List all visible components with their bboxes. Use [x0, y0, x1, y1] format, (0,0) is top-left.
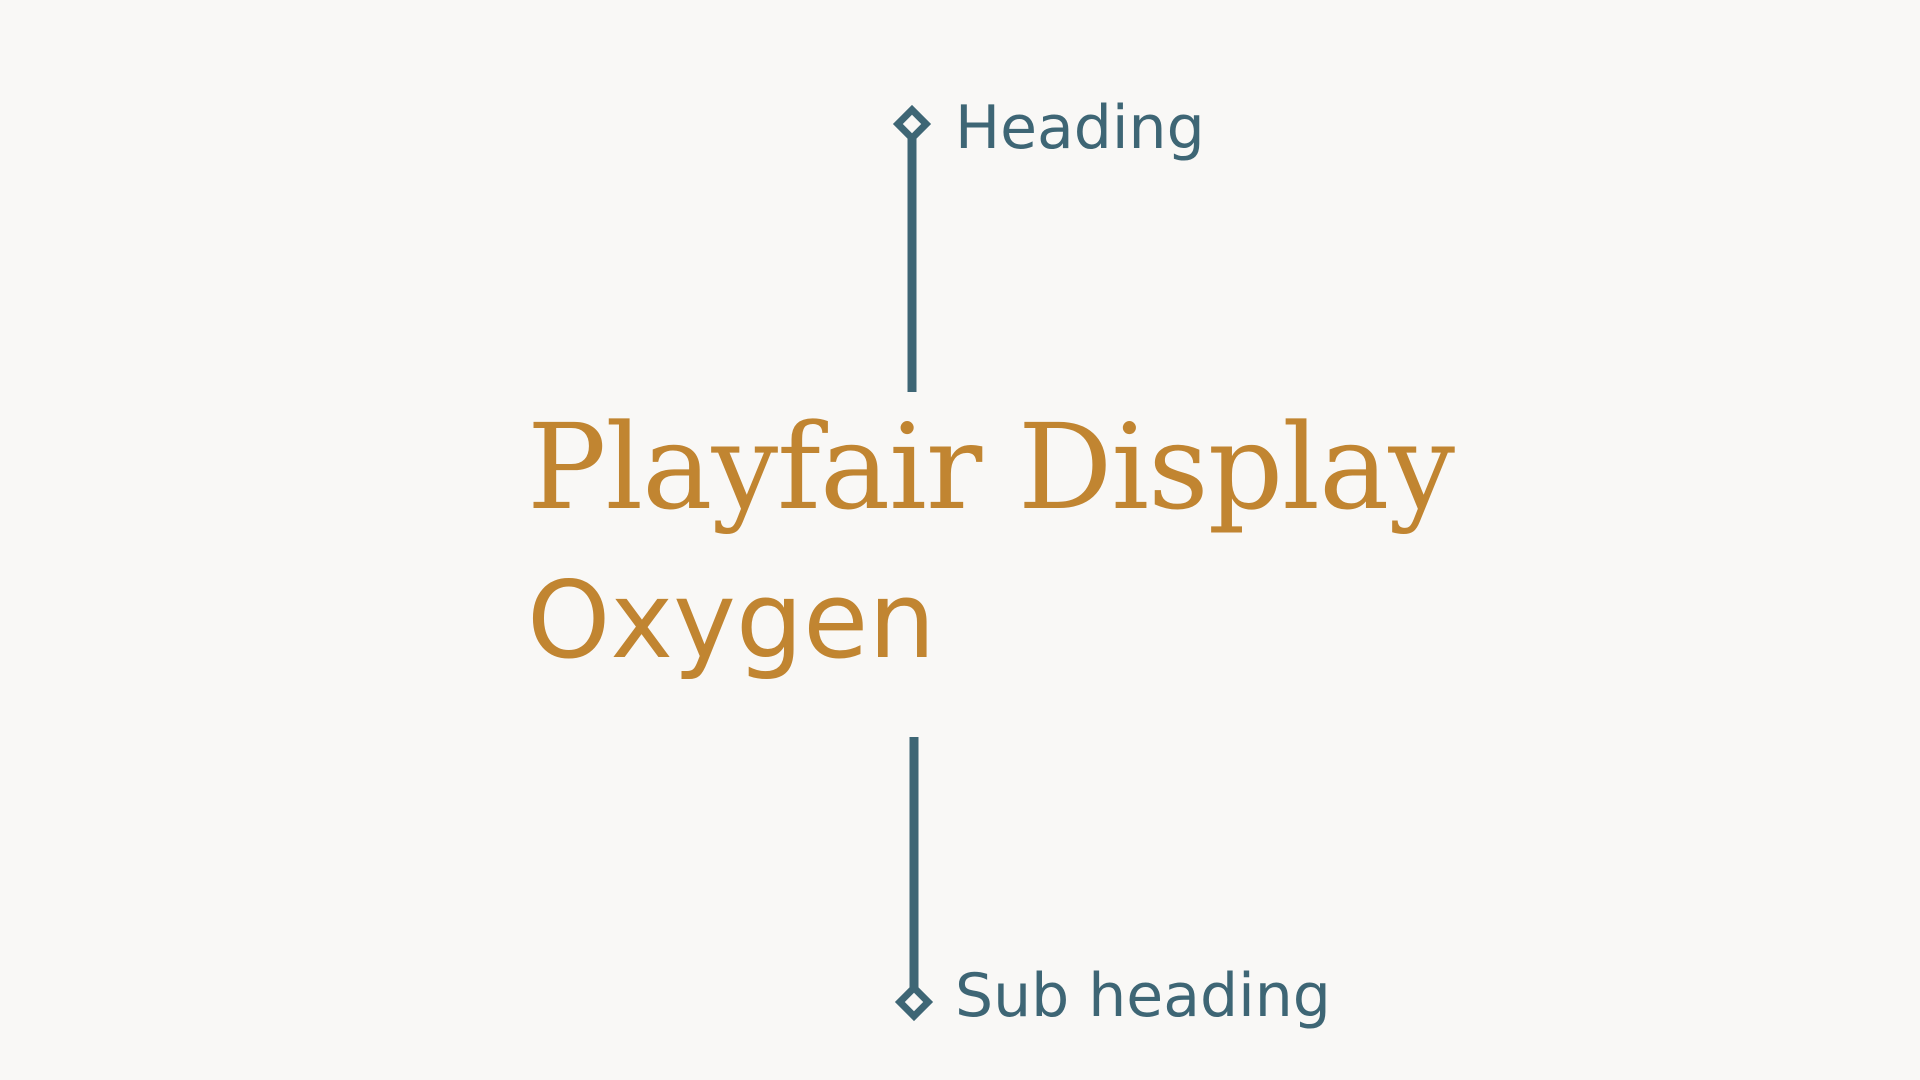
heading-label: Heading — [955, 93, 1205, 163]
subheading-diamond-icon — [894, 982, 934, 1022]
subheading-font-name: Oxygen — [527, 559, 936, 682]
heading-diamond-icon — [892, 104, 932, 144]
subheading-label: Sub heading — [955, 961, 1331, 1031]
heading-font-name: Playfair Display — [527, 398, 1455, 536]
